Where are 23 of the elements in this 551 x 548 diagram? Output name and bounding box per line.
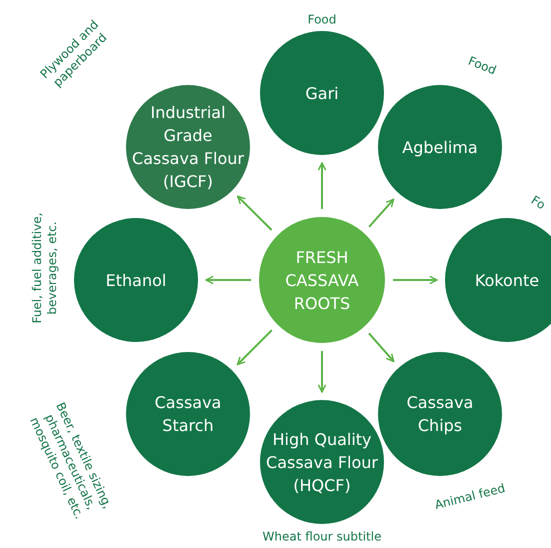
arrow [236, 196, 272, 231]
node-label: Agbelima [402, 136, 478, 158]
arrow [318, 162, 326, 209]
arrow [205, 276, 251, 284]
use-label: Food [308, 12, 336, 28]
arrow [236, 330, 272, 366]
node-label: FRESH CASSAVA ROOTS [284, 246, 360, 314]
use-label: Wheat flour subtitle [262, 530, 382, 544]
arrow [368, 198, 394, 228]
use-label: Fo [528, 192, 548, 214]
node-label: High Quality Cassava Flour (HQCF) [265, 428, 379, 496]
node-label: Cassava Chips [406, 392, 474, 437]
use-label: Fuel, fuel additive, beverages, etc. [30, 212, 60, 326]
node-label: Industrial Grade Cassava Flour (IGCF) [131, 102, 245, 193]
node-label: Cassava Starch [154, 392, 222, 437]
node-label: Gari [305, 82, 339, 104]
node-label: Kokonte [474, 270, 540, 292]
arrow [318, 351, 326, 393]
node-label: Ethanol [106, 270, 166, 292]
arrow [368, 332, 394, 362]
use-label: Food [466, 54, 498, 78]
arrow [393, 276, 438, 284]
use-label: Animal feed [433, 481, 507, 513]
